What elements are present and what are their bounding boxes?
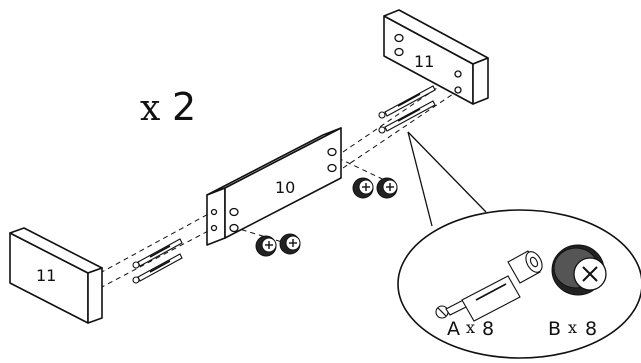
- quantity-marker: x 2: [140, 85, 196, 129]
- panel-hole: [229, 223, 239, 233]
- panel-hole: [210, 224, 218, 232]
- panel-hole: [454, 70, 462, 78]
- cam-lock: [255, 235, 277, 257]
- guide-line: [232, 226, 293, 246]
- panel-face: [224, 127, 342, 239]
- panel-side-edge: [472, 57, 489, 105]
- dowel-pair-upper: [378, 85, 436, 134]
- panel-hole: [327, 147, 337, 157]
- cam-lock: [279, 233, 301, 255]
- callout-leaders: [407, 131, 487, 227]
- hardware-b-times: x: [568, 318, 577, 337]
- hardware-b-cam-lock: [551, 244, 607, 296]
- panel-hole: [229, 207, 239, 217]
- cam-lock-pair-lower: [255, 233, 301, 257]
- dowel-a: [378, 85, 436, 119]
- hardware-a-count: 8: [482, 318, 494, 340]
- panel-10-center: 10: [206, 127, 342, 246]
- guide-line: [342, 91, 457, 169]
- hardware-b-count: 8: [585, 318, 597, 340]
- panel-side-edge: [206, 187, 226, 246]
- dowel-pair-lower: [132, 238, 183, 284]
- panel-hole: [210, 208, 218, 216]
- guide-line: [342, 74, 457, 153]
- panel-11-top: 11: [383, 9, 489, 105]
- cam-lock: [376, 177, 398, 199]
- guide-line: [99, 211, 213, 274]
- panel-side-edge: [87, 267, 103, 324]
- panel-hole: [394, 47, 404, 57]
- quantity-count: 2: [172, 85, 196, 129]
- hardware-a-letter: A: [447, 318, 460, 340]
- panel-11-left: 11: [9, 227, 103, 324]
- cam-lock-pair-upper: [352, 177, 398, 199]
- hardware-a-label: A x 8: [447, 318, 494, 340]
- hardware-callout: A x 8 B x 8: [397, 209, 641, 359]
- callout-circle: [397, 209, 641, 359]
- panel-hole: [454, 86, 462, 94]
- part-number-label: 11: [36, 266, 56, 285]
- dowel-a: [132, 253, 183, 284]
- guide-line: [337, 157, 396, 186]
- part-number-label: 10: [275, 178, 295, 197]
- panel-hole: [327, 163, 337, 173]
- hardware-b-label: B x 8: [548, 318, 597, 340]
- hardware-a-dowel: [435, 250, 543, 322]
- dowel-a: [378, 100, 436, 134]
- assembly-guides: [99, 74, 457, 289]
- cam-lock: [352, 177, 374, 199]
- quantity-symbol: x: [140, 88, 160, 129]
- panel-hole: [394, 33, 404, 43]
- dowel-a: [132, 238, 183, 269]
- hardware-b-letter: B: [548, 318, 561, 340]
- hardware-a-times: x: [466, 318, 475, 337]
- part-number-label: 11: [414, 52, 434, 71]
- guide-line: [99, 228, 213, 289]
